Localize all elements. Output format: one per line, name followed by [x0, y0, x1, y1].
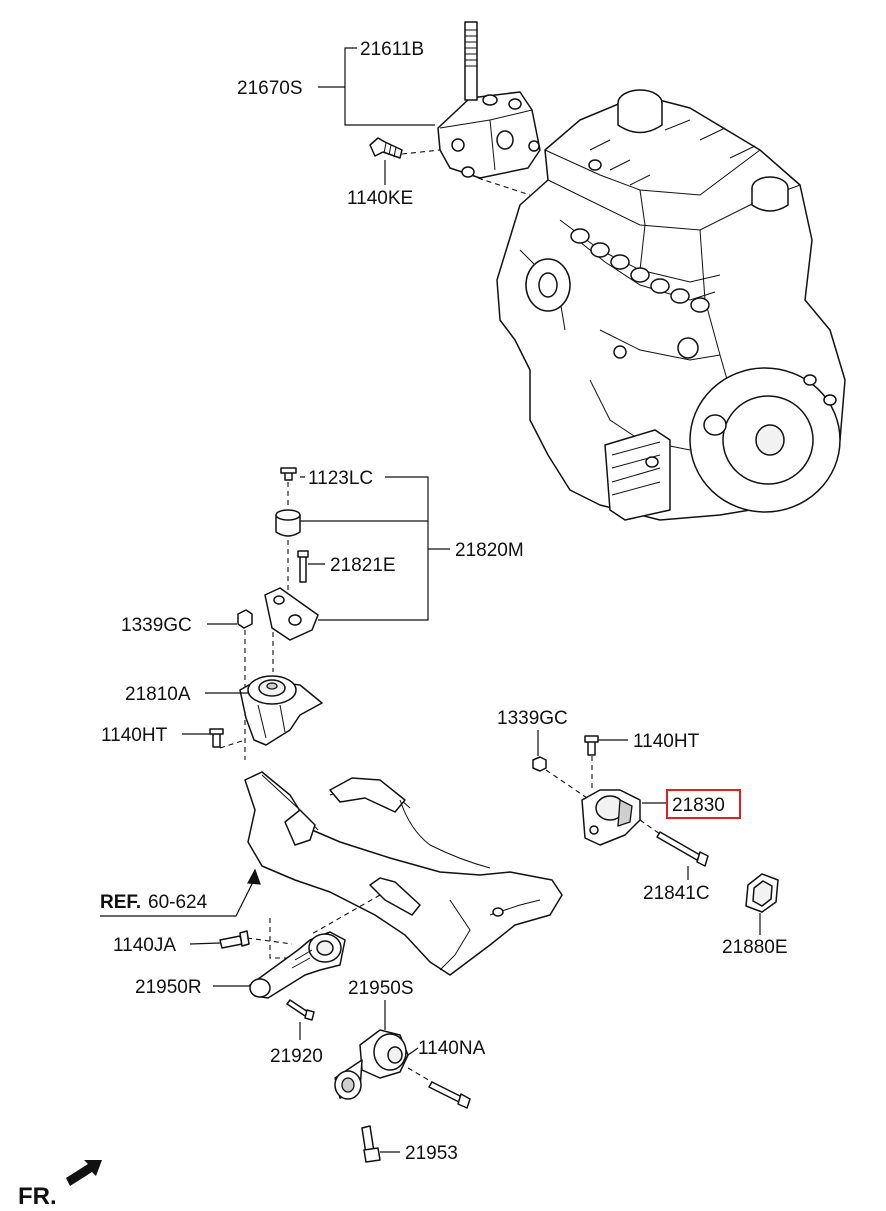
bolt-1140ht-right	[584, 735, 599, 756]
label-1140ht-left: 1140HT	[101, 725, 168, 746]
front-direction-arrow-icon	[66, 1160, 102, 1186]
nut-1339gc-left	[237, 609, 253, 629]
label-21953: 21953	[405, 1143, 458, 1164]
label-ref-value: 60-624	[148, 892, 208, 913]
bracket-21950s	[334, 1029, 409, 1100]
label-1123lc: 1123LC	[308, 468, 373, 489]
label-21611b: 21611B	[360, 39, 424, 60]
bolt-1140ht-left	[209, 728, 224, 748]
label-1140ke: 1140KE	[347, 188, 413, 209]
bolt-1123lc	[280, 467, 297, 481]
label-1140na: 1140NA	[418, 1038, 486, 1059]
label-1339gc-right: 1339GC	[497, 708, 568, 729]
label-21920: 21920	[270, 1046, 323, 1067]
transmission-mount-21830	[581, 789, 641, 846]
bolt-1140ke	[369, 137, 403, 159]
part-labels: 21611B 21670S 1140KE 1123LC 21820M 21821…	[18, 39, 788, 1210]
bolt-1140na	[428, 1081, 471, 1109]
engine-assembly	[496, 89, 846, 521]
nut-1339gc-right	[532, 756, 547, 772]
mount-bracket-upper	[264, 587, 319, 641]
bolt-21841c	[656, 831, 709, 867]
leader-lines	[100, 47, 761, 1153]
flywheel-housing	[689, 367, 841, 513]
label-21841c: 21841C	[643, 883, 710, 904]
label-21820m: 21820M	[455, 540, 524, 561]
label-1339gc-left: 1339GC	[121, 615, 192, 636]
roll-rod-21950r	[249, 931, 346, 999]
cover-21880e	[745, 873, 779, 913]
subframe	[244, 771, 563, 976]
highlight-box-21830	[666, 789, 741, 819]
bolt-21953	[361, 1125, 381, 1163]
bolt-21920	[286, 999, 315, 1021]
label-21670s: 21670S	[237, 78, 303, 99]
bolt-21821e	[297, 550, 309, 583]
bushing-top	[275, 509, 301, 537]
label-21880e: 21880E	[722, 937, 788, 958]
label-ref-prefix: REF.	[100, 892, 141, 913]
engine-mount-21810a	[239, 675, 323, 746]
label-21950r: 21950R	[135, 977, 202, 998]
intake-ports	[570, 228, 710, 313]
label-21821e: 21821E	[330, 555, 396, 576]
label-21830: 21830	[672, 795, 725, 816]
bolt-1140ja	[219, 930, 250, 949]
engine-support-bracket	[437, 21, 541, 179]
label-21950s: 21950S	[348, 978, 414, 999]
label-1140ht-right: 1140HT	[633, 731, 700, 752]
label-21810a: 21810A	[125, 684, 191, 705]
label-fr: FR.	[18, 1183, 57, 1210]
label-1140ja: 1140JA	[113, 935, 176, 956]
